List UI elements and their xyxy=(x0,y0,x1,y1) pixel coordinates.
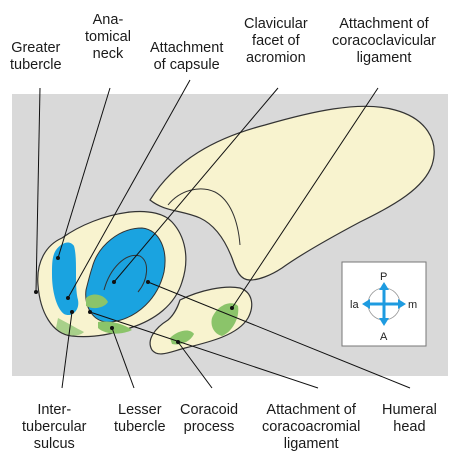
label-anatomical-neck: Ana- tomical neck xyxy=(85,12,131,63)
compass-top: P xyxy=(380,271,387,283)
compass-bottom: A xyxy=(380,331,388,343)
label-clavicular-facet: Clavicular facet of acromion xyxy=(244,16,308,67)
label-coracoclavicular: Attachment of coracoclavicular ligament xyxy=(332,16,436,67)
label-intertubercular: Inter- tubercular sulcus xyxy=(22,402,86,453)
label-attachment-capsule: Attachment of capsule xyxy=(150,40,223,74)
compass-left: la xyxy=(350,299,359,311)
compass-right: m xyxy=(408,299,417,311)
orientation-compass: P A la m xyxy=(342,262,426,346)
label-humeral-head: Humeral head xyxy=(382,402,437,436)
label-greater-tubercle: Greater tubercle xyxy=(10,40,62,74)
label-coracoacromial: Attachment of coracoacromial ligament xyxy=(262,402,360,453)
label-lesser-tubercle: Lesser tubercle xyxy=(114,402,166,436)
label-coracoid-process: Coracoid process xyxy=(180,402,238,436)
